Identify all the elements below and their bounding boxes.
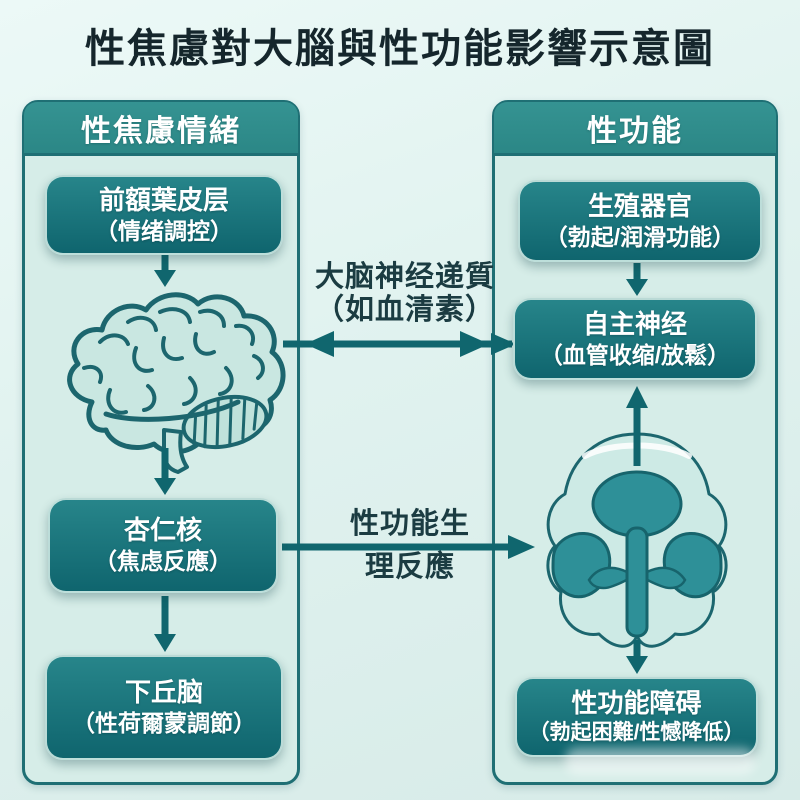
pelvic-organ-illustration — [546, 432, 728, 648]
node-genital-organs-sublabel: （勃起/润滑功能） — [544, 223, 736, 250]
node-hypothalamus-sublabel: （性荷爾蒙調節） — [72, 710, 256, 737]
node-sexual-dysfunction-label: 性功能障碍 — [571, 687, 702, 718]
brain-illustration — [67, 292, 286, 474]
node-sexual-dysfunction-sublabel: （勃起困難/性憾降低） — [528, 721, 745, 745]
node-autonomic-nerves: 自主神经 （血管收缩/放鬆） — [513, 298, 757, 380]
panel-sexual-function-header: 性功能 — [494, 102, 776, 156]
node-prefrontal-cortex-sublabel: （情绪調控） — [95, 217, 233, 244]
node-sexual-dysfunction: 性功能障碍 （勃起困難/性憾降低） — [515, 677, 758, 757]
node-amygdala-label: 杏仁核 — [123, 515, 202, 546]
node-genital-organs: 生殖器官 （勃起/润滑功能） — [518, 180, 762, 262]
label-physiological-response-line1: 性功能生 — [349, 508, 470, 540]
panel-sexual-anxiety-header: 性焦慮情緒 — [24, 102, 298, 156]
label-neurotransmitter-line2: （如血清素） — [314, 294, 495, 326]
node-prefrontal-cortex-label: 前額葉皮层 — [98, 184, 229, 215]
node-hypothalamus: 下丘脑 （性荷爾蒙調節） — [45, 655, 283, 760]
node-autonomic-nerves-sublabel: （血管收缩/放鬆） — [539, 341, 731, 368]
arrow-neurotransmitter-bidirectional — [283, 331, 516, 357]
node-hypothalamus-label: 下丘脑 — [124, 677, 203, 708]
label-physiological-response-line2: 理反應 — [364, 551, 455, 583]
page-title: 性焦慮對大腦與性功能影響示意圖 — [85, 26, 715, 71]
node-amygdala-sublabel: （焦虑反應） — [94, 548, 232, 575]
panel-sexual-anxiety-title: 性焦慮情緒 — [81, 114, 241, 148]
watermark-smudge — [565, 748, 755, 774]
node-autonomic-nerves-label: 自主神经 — [582, 308, 687, 339]
label-neurotransmitter: 大脑神经递質 （如血清素） — [300, 261, 510, 327]
node-genital-organs-label: 生殖器官 — [587, 190, 692, 221]
panel-sexual-function-title: 性功能 — [587, 114, 683, 148]
node-amygdala: 杏仁核 （焦虑反應） — [48, 498, 278, 593]
label-neurotransmitter-line1: 大脑神经递質 — [314, 261, 495, 293]
node-prefrontal-cortex: 前額葉皮层 （情绪調控） — [45, 175, 283, 255]
